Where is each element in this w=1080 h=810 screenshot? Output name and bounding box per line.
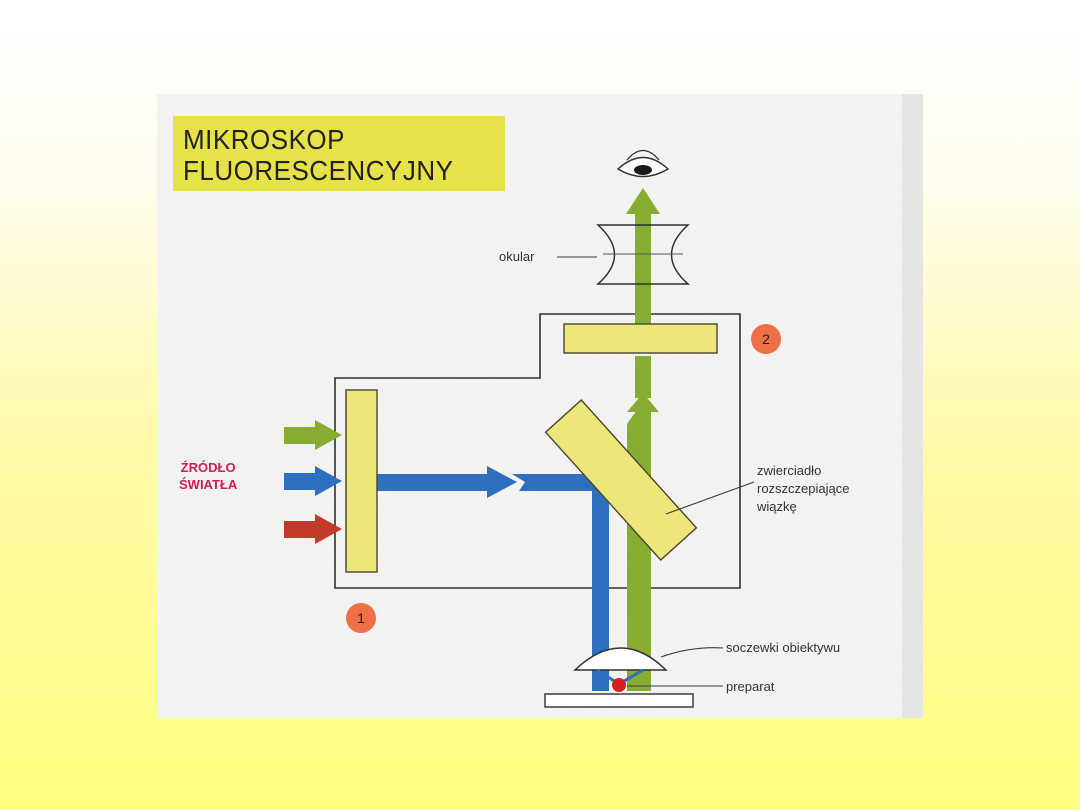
title-line-2: FLUORESCENCYJNY [183, 155, 454, 187]
microscope-housing [334, 313, 741, 589]
ocular-lens [596, 224, 690, 285]
eye-icon [616, 149, 670, 178]
objective-label: soczewki obiektywu [726, 640, 841, 655]
marker-2: 2 [751, 324, 781, 354]
paper-texture [157, 94, 923, 718]
mirror-label-line-3: wiązkę [757, 499, 797, 514]
red-light-arrow [284, 514, 342, 544]
title-box: MIKROSKOP FLUORESCENCYJNY [173, 116, 505, 191]
microscope-diagram [157, 94, 923, 718]
mirror-label: zwierciadło rozszczepiające wiązkę [757, 462, 850, 516]
blue-light-arrow [284, 466, 342, 496]
light-source-line-1: ŹRÓDŁO [180, 460, 236, 475]
objective-lens [573, 647, 668, 686]
mirror-label-line-1: zwierciadło [757, 463, 822, 478]
specimen-dot [612, 678, 626, 692]
light-source-label: ŹRÓDŁO ŚWIATŁA [179, 459, 237, 493]
title-line-1: MIKROSKOP [183, 124, 345, 156]
objective-leader [660, 647, 724, 658]
light-source-line-2: ŚWIATŁA [179, 477, 238, 492]
specimen-slide [544, 693, 694, 708]
excitation-filter [345, 389, 378, 573]
emission-filter [563, 323, 718, 354]
green-light-arrow [284, 420, 342, 450]
specimen-label: preparat [726, 679, 775, 694]
dichroic-mirror [544, 399, 698, 561]
mirror-leader [665, 481, 755, 515]
ocular-label: okular [499, 249, 535, 264]
microscope-figure: MIKROSKOP FLUORESCENCYJNY okular ŹRÓDŁO … [157, 94, 923, 718]
marker-1: 1 [346, 603, 376, 633]
mirror-label-line-2: rozszczepiające [757, 481, 850, 496]
